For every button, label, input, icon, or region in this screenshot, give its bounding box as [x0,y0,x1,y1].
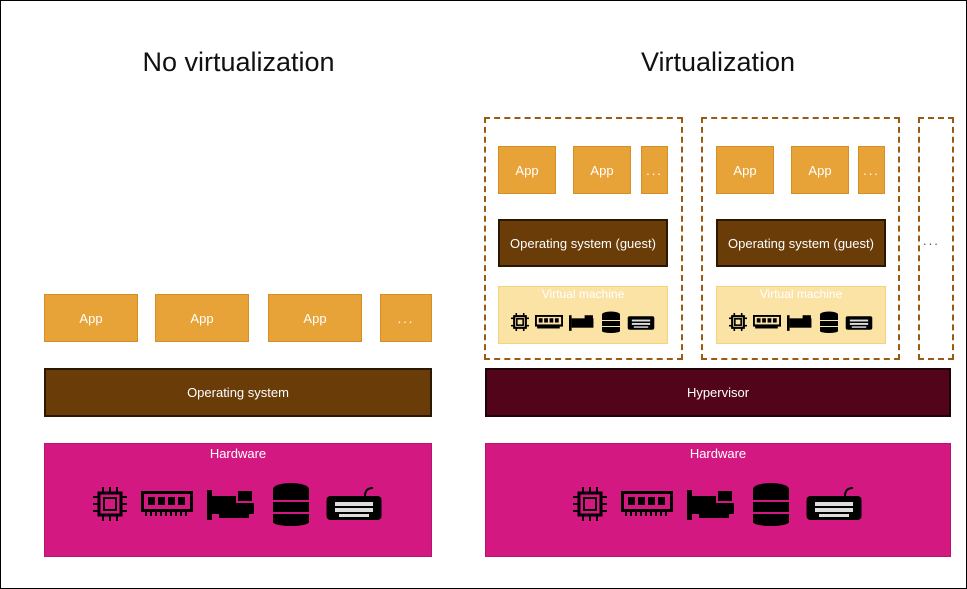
storage-icon [273,483,309,526]
more-apps-box: ... [858,146,885,194]
app-box: App [716,146,774,194]
app-box: App [573,146,631,194]
virtual-machine-layer: Virtual machine [498,286,668,344]
network-card-icon [687,489,734,520]
hypervisor-layer: Hypervisor [485,368,951,417]
hardware-layer-left: Hardware [44,443,432,557]
memory-icon [753,315,781,329]
cpu-icon [511,313,529,331]
storage-icon [820,311,838,333]
keyboard-icon [326,487,382,520]
hardware-icons [573,482,863,526]
more-virtual-machines-container [918,117,954,360]
virtual-machine-container [484,117,683,360]
memory-icon [141,491,193,516]
more-apps-box: ... [380,294,432,342]
network-card-icon [787,314,812,331]
cpu-icon [93,487,127,521]
no-virtualization-title: No virtualization [142,47,335,77]
network-card-icon [569,314,594,331]
app-box: App [791,146,849,194]
app-box: App [44,294,138,342]
hardware-label: Hardware [209,446,267,461]
guest-operating-system: Operating system (guest) [498,219,668,267]
storage-icon [602,311,620,333]
keyboard-icon [627,316,655,330]
hardware-icons [93,482,383,526]
virtual-machine-layer: Virtual machine [716,286,886,344]
keyboard-icon [806,487,862,520]
keyboard-icon [845,316,873,330]
app-box: App [268,294,362,342]
cpu-icon [573,487,607,521]
network-card-icon [207,489,254,520]
virtual-hardware-icons [511,311,655,333]
memory-icon [621,491,673,516]
more-apps-box: ... [641,146,668,194]
virtual-hardware-icons [729,311,873,333]
hardware-label: Hardware [689,446,747,461]
virtual-machine-label: Virtual machine [759,287,843,301]
hardware-layer-right: Hardware [485,443,951,557]
app-box: App [155,294,249,342]
guest-operating-system: Operating system (guest) [716,219,886,267]
virtual-machine-container [701,117,900,360]
app-box: App [498,146,556,194]
virtualization-title: Virtualization [640,47,796,77]
operating-system-layer: Operating system [44,368,432,417]
virtual-machine-label: Virtual machine [541,287,625,301]
more-virtual-machines-ellipsis: ... [923,233,940,248]
cpu-icon [729,313,747,331]
memory-icon [535,315,563,329]
storage-icon [753,483,789,526]
